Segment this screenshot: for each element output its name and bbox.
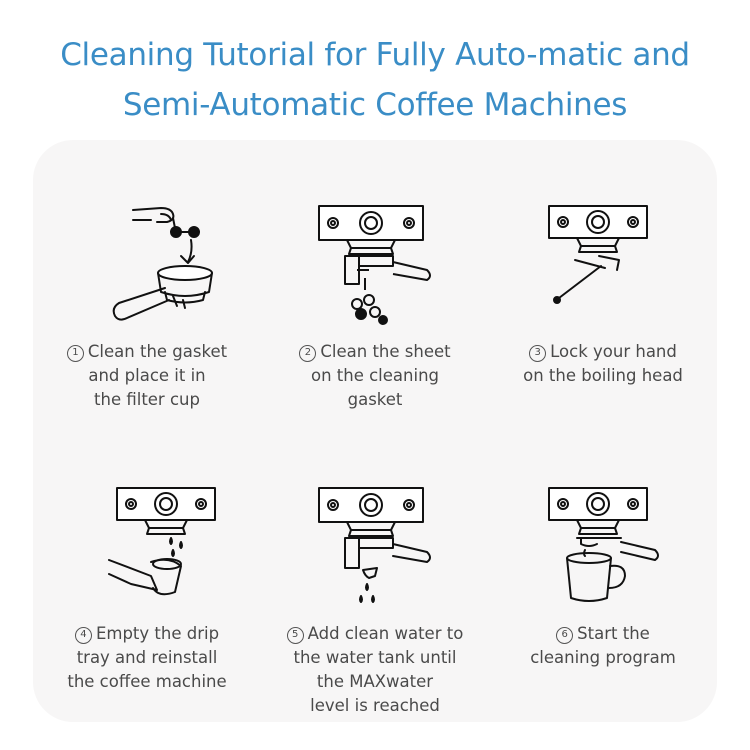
step-2-number: 2 (299, 345, 317, 362)
machine-lock-handle-icon (548, 205, 648, 304)
step-5-number: 5 (286, 627, 304, 644)
title-line-2: Semi-Automatic Coffee Machines (122, 87, 628, 123)
machine-cleaning-sheet-icon (318, 205, 431, 325)
step-6-line-2: cleaning program (530, 648, 676, 667)
step-5-line-2: the water tank until (293, 648, 457, 667)
title-line-1: Cleaning Tutorial for Fully Auto-matic a… (60, 37, 690, 73)
step-5-line-1: Add clean water to (307, 624, 464, 643)
machine-add-water-icon (318, 487, 431, 603)
step-2-line-3: gasket (347, 390, 403, 409)
step-2-line-2: on the cleaning (310, 366, 439, 385)
step-5-line-4: level is reached (310, 696, 440, 715)
step-4-line-1: Empty the drip (95, 624, 220, 643)
step-2-line-1: Clean the sheet (320, 342, 451, 361)
step-1-line-3: the filter cup (94, 390, 200, 409)
step-4-line-3: the coffee machine (67, 672, 227, 691)
hand-place-gasket-icon (112, 207, 213, 321)
step-1-number: 1 (66, 345, 84, 362)
step-1-line-1: Clean the gasket (87, 342, 228, 361)
step-1-line-2: and place it in (88, 366, 206, 385)
machine-cup-start-icon (548, 487, 659, 602)
page-title: Cleaning Tutorial for Fully Auto-matic a… (0, 30, 750, 130)
step-6-number: 6 (556, 627, 574, 644)
step-3-line-2: on the boiling head (523, 366, 683, 385)
step-4-line-2: tray and reinstall (76, 648, 218, 667)
step-4-number: 4 (74, 627, 92, 644)
step-3-line-1: Lock your hand (550, 342, 677, 361)
step-5-line-3: the MAXwater (316, 672, 434, 691)
empty-drip-tray-icon (108, 487, 216, 596)
step-6-line-1: Start the (577, 624, 650, 643)
step-3-number: 3 (529, 345, 547, 362)
